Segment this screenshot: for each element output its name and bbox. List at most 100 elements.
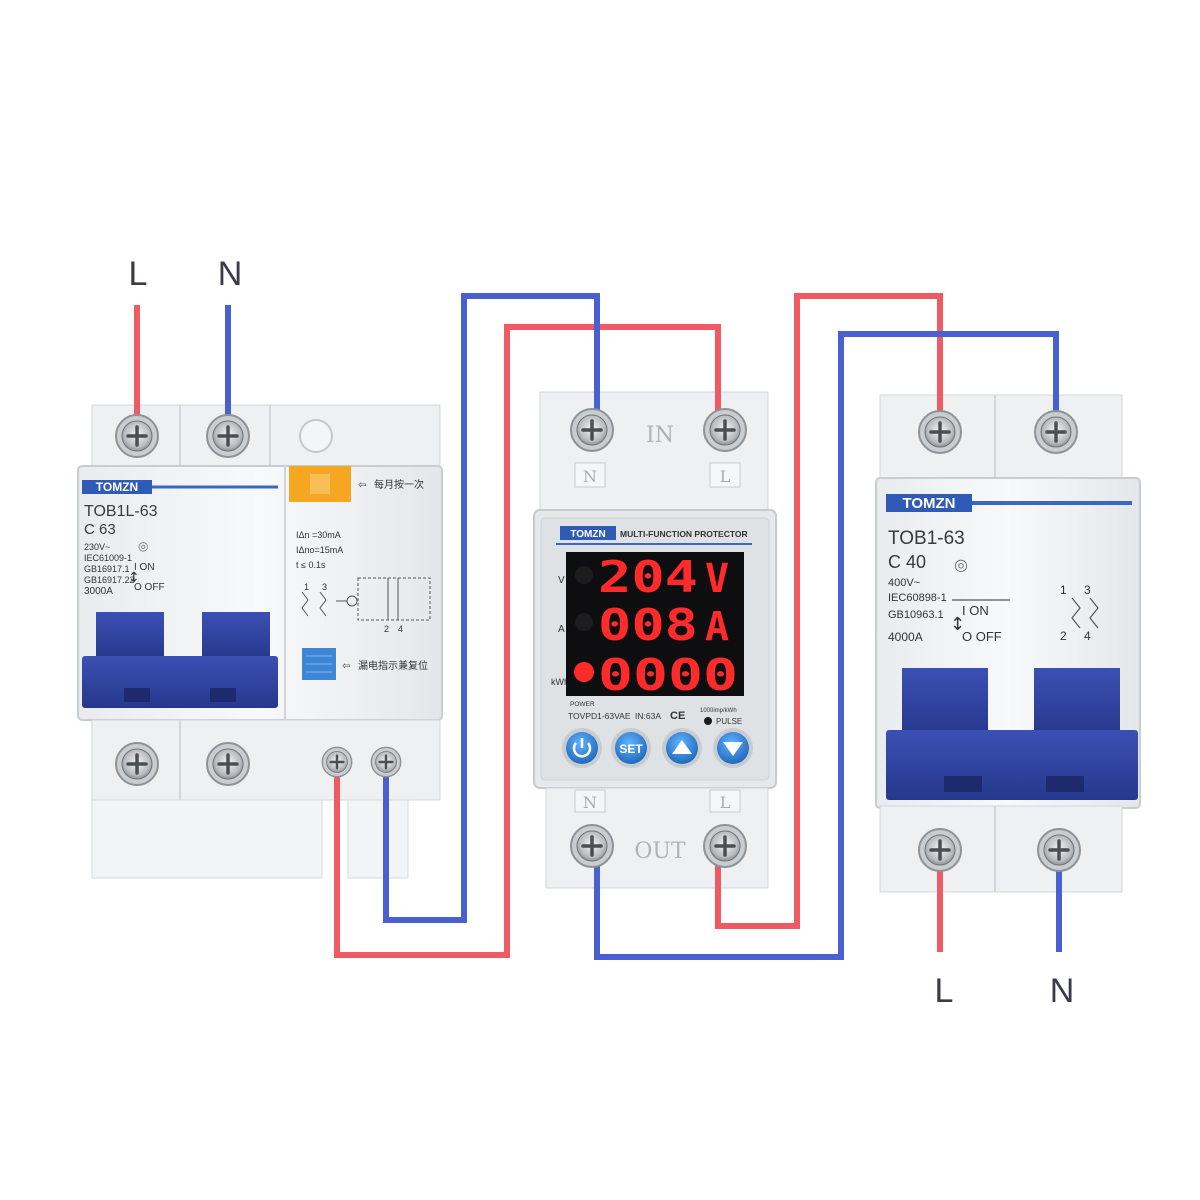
rccb-test-note: 每月按一次 bbox=[374, 478, 424, 491]
protector-display bbox=[566, 552, 744, 696]
rccb-handle-left[interactable] bbox=[96, 612, 164, 660]
rccb-handle-right[interactable] bbox=[202, 612, 270, 660]
mcb-top-n-screw-icon bbox=[1033, 409, 1079, 455]
rccb-rating: C 63 bbox=[84, 521, 116, 538]
pulse-led bbox=[704, 717, 712, 725]
rccb-terminal-mark-2: 2 bbox=[384, 624, 389, 634]
protector-in-l-mark: L bbox=[720, 467, 731, 486]
rccb-top-n-screw-icon bbox=[205, 413, 251, 459]
mcb-on-off-arrow-icon: ↕ bbox=[950, 614, 965, 635]
rccb-out-l-screw-icon bbox=[321, 746, 353, 778]
protector-model: TOVPD1-63VAE bbox=[568, 711, 631, 721]
rccb-leak-spec-0: IΔn =30mA bbox=[296, 530, 341, 540]
mcb-spec-2: GB10963.1 bbox=[888, 609, 944, 621]
mcb-handle-right[interactable] bbox=[1034, 668, 1120, 736]
rccb-terminal-mark-1: 1 bbox=[304, 582, 309, 592]
protector-out-l-screw-icon bbox=[702, 823, 748, 869]
protector-out-label: OUT bbox=[634, 839, 686, 864]
rccb-on-off-arrow-icon: ↕ bbox=[128, 570, 140, 586]
protector-out-n-mark: N bbox=[583, 793, 597, 812]
output-line-label: L bbox=[935, 972, 954, 1010]
protector-in-n-screw-icon bbox=[569, 407, 615, 453]
up-button[interactable] bbox=[662, 728, 702, 768]
protector-in-n-mark: N bbox=[583, 467, 597, 486]
rccb-reset-note-arrow-icon: ⇦ bbox=[342, 661, 350, 672]
set-button[interactable]: SET bbox=[611, 728, 651, 768]
mcb-bottom-terminal-block bbox=[879, 805, 1123, 893]
rccb-on-label: I ON bbox=[134, 562, 155, 573]
rccb-spec-2: GB16917.1 bbox=[84, 564, 130, 574]
protector-out-n-screw-icon bbox=[569, 823, 615, 869]
mcb-breaker: TOMZN TOB1-63 C 40 ◎ 400V~ IEC60898-1 GB… bbox=[875, 394, 1141, 893]
mcb-handle-bar[interactable] bbox=[886, 730, 1138, 800]
rccb-handle-bar[interactable] bbox=[82, 656, 278, 708]
rccb-to-protector-line-wire bbox=[334, 324, 721, 958]
rccb-reset-note: 漏电指示兼复位 bbox=[358, 659, 428, 672]
mcb-schematic bbox=[952, 597, 1099, 629]
protector-pulse-label: PULSE bbox=[716, 717, 742, 726]
protector-row-label-kwh: kWh bbox=[551, 677, 569, 687]
energy-reading: 0000 bbox=[598, 650, 738, 701]
power-button[interactable] bbox=[562, 728, 602, 768]
down-arrow-icon bbox=[723, 742, 743, 756]
mcb-terminal-mark-4: 4 bbox=[1084, 629, 1091, 643]
rccb-brand: TOMZN bbox=[96, 480, 138, 494]
mcb-top-terminal-block bbox=[879, 394, 1123, 486]
mcb-top-l-screw-icon bbox=[917, 409, 963, 455]
rccb-leak-spec-2: t ≤ 0.1s bbox=[296, 560, 326, 570]
rccb-to-protector-neutral-wire bbox=[383, 293, 600, 923]
mcb-terminal-mark-1: 1 bbox=[1060, 583, 1067, 597]
protector-ce-mark: CE bbox=[670, 710, 685, 722]
protector-row-label-a: A bbox=[558, 624, 565, 635]
mcb-on-label: I ON bbox=[962, 603, 989, 618]
mcb-rating: C 40 bbox=[888, 552, 926, 572]
mcb-off-label: O OFF bbox=[962, 629, 1002, 644]
protector-power-label: POWER bbox=[570, 701, 595, 708]
rccb-off-label: O OFF bbox=[134, 582, 165, 593]
protector-pulse-rate: 1000imp/kWh bbox=[700, 708, 737, 714]
rccb-spec-1: IEC61009-1 bbox=[84, 553, 132, 563]
mcb-terminal-mark-3: 3 bbox=[1084, 583, 1091, 597]
rccb-out-n-screw-icon bbox=[370, 746, 402, 778]
indicator-a bbox=[575, 613, 593, 631]
mcb-bottom-n-screw-icon bbox=[1036, 827, 1082, 873]
protector-current-rating: IN:63A bbox=[635, 711, 661, 721]
voltage-reading: 204 bbox=[598, 552, 698, 603]
protector-to-mcb-line-wire bbox=[715, 293, 943, 929]
output-neutral-label: N bbox=[1050, 972, 1075, 1010]
voltage-unit: V bbox=[705, 556, 729, 602]
mcb-spec-3: 4000A bbox=[888, 630, 923, 644]
rccb-model: TOB1L-63 bbox=[84, 503, 158, 520]
multi-function-protector: N L IN TOMZN MULTI-FUNCTION PROTECTOR V … bbox=[533, 391, 777, 889]
rccb-brand-badge bbox=[82, 480, 152, 494]
protector-to-mcb-neutral-wire bbox=[594, 331, 1059, 960]
mcb-ccc-mark-icon: ◎ bbox=[954, 555, 968, 574]
rccb-top-l-screw-icon bbox=[114, 413, 160, 459]
mcb-spec-1: IEC60898-1 bbox=[888, 592, 947, 604]
rccb-terminal-mark-3: 3 bbox=[322, 582, 327, 592]
rccb-terminal-mark-4: 4 bbox=[398, 624, 403, 634]
protector-in-l-screw-icon bbox=[702, 407, 748, 453]
supply-line-label: L bbox=[129, 255, 148, 293]
mcb-bottom-l-screw-icon bbox=[917, 827, 963, 873]
rccb-ccc-mark-icon: ◎ bbox=[138, 539, 148, 553]
supply-neutral-label: N bbox=[218, 255, 243, 293]
protector-row-label-v: V bbox=[558, 575, 565, 586]
mcb-handle-left[interactable] bbox=[902, 668, 988, 736]
rccb-spec-4: 3000A bbox=[84, 586, 113, 597]
rccb-bottom-right-screw-icon bbox=[205, 741, 251, 787]
set-button-label: SET bbox=[619, 742, 643, 756]
rccb-spec-lines: 230V~ IEC61009-1 GB16917.1 GB16917.22 30… bbox=[84, 542, 135, 597]
power-icon bbox=[572, 742, 592, 758]
protector-title: MULTI-FUNCTION PROTECTOR bbox=[620, 529, 748, 539]
mcb-brand: TOMZN bbox=[902, 495, 955, 512]
current-unit: A bbox=[705, 604, 729, 650]
rccb-spec-3: GB16917.22 bbox=[84, 575, 135, 585]
indicator-v bbox=[575, 566, 593, 584]
mcb-spec-0: 400V~ bbox=[888, 577, 920, 589]
mcb-brand-badge bbox=[886, 494, 972, 512]
rccb-blank-terminal bbox=[299, 419, 333, 453]
up-arrow-icon bbox=[672, 740, 692, 754]
down-button[interactable] bbox=[713, 728, 753, 768]
